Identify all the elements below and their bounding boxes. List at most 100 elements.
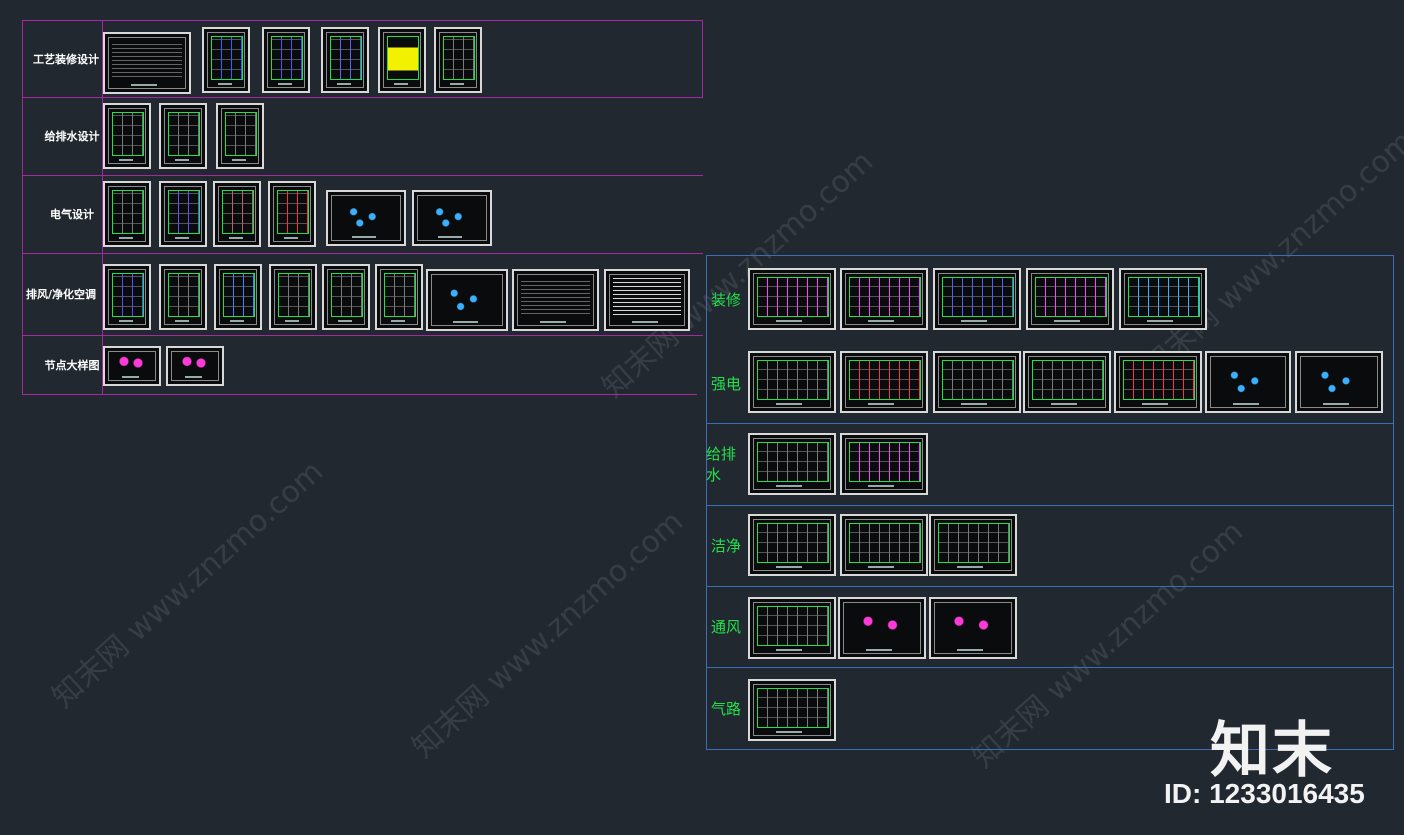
title-block [119, 320, 133, 322]
drawing-sheet-thumbnail[interactable] [748, 268, 836, 330]
drawing-sheet-thumbnail[interactable] [838, 597, 926, 659]
drawing-sheet-thumbnail[interactable] [103, 181, 151, 247]
title-block [866, 649, 892, 651]
drawing-sheet-thumbnail[interactable] [512, 269, 599, 331]
drawing-sheet-thumbnail[interactable] [1114, 351, 1202, 413]
floor-plan-graphic [938, 523, 1010, 563]
drawing-sheet-thumbnail[interactable] [103, 32, 191, 94]
title-block [1051, 403, 1077, 405]
title-block [957, 649, 983, 651]
floor-plan-graphic [211, 36, 243, 80]
drawing-sheet-thumbnail[interactable] [840, 351, 928, 413]
title-block [776, 566, 802, 568]
floor-plan-graphic [757, 277, 829, 317]
title-block [453, 321, 478, 323]
brand-logo: 知末 [1210, 716, 1334, 786]
floor-plan-graphic [387, 36, 419, 80]
drawing-sheet-thumbnail[interactable] [604, 269, 690, 331]
title-block [391, 320, 405, 322]
title-block [218, 83, 232, 85]
watermark: 知末网 www.znzmo.com [45, 454, 331, 716]
drawing-sheet-thumbnail[interactable] [326, 190, 406, 246]
drawing-sheet-thumbnail[interactable] [748, 514, 836, 576]
drawing-sheet-thumbnail[interactable] [159, 103, 207, 169]
floor-plan-graphic [938, 606, 1008, 644]
title-block [230, 320, 244, 322]
floor-plan-graphic [757, 442, 829, 482]
drawing-sheet-thumbnail[interactable] [1026, 268, 1114, 330]
drawing-sheet-thumbnail[interactable] [748, 679, 836, 741]
drawing-sheet-thumbnail[interactable] [748, 597, 836, 659]
floor-plan-graphic [112, 190, 144, 234]
floor-plan-graphic [847, 606, 917, 644]
title-block [122, 376, 139, 378]
drawing-sheet-thumbnail[interactable] [202, 27, 250, 93]
floor-plan-graphic [613, 278, 681, 316]
right-drawing-table: 装修 强电 给排水 洁净 通风 气路 [706, 255, 1394, 750]
drawing-sheet-thumbnail[interactable] [412, 190, 492, 246]
drawing-sheet-thumbnail[interactable] [1119, 268, 1207, 330]
drawing-sheet-thumbnail[interactable] [103, 103, 151, 169]
title-block [175, 320, 189, 322]
title-block [632, 321, 658, 323]
drawing-sheet-thumbnail[interactable] [375, 264, 423, 330]
drawing-sheet-thumbnail[interactable] [840, 433, 928, 495]
floor-plan-graphic [757, 688, 829, 728]
title-block [868, 485, 894, 487]
drawing-sheet-thumbnail[interactable] [213, 181, 261, 247]
drawing-sheet-thumbnail[interactable] [103, 264, 151, 330]
floor-plan-graphic [849, 442, 921, 482]
title-block [284, 237, 298, 239]
title-block [185, 376, 202, 378]
row-label-water-supply: 给排水 [706, 445, 737, 484]
floor-plan-graphic [168, 112, 200, 156]
drawing-sheet-thumbnail[interactable] [929, 514, 1017, 576]
drawing-sheet-thumbnail[interactable] [268, 181, 316, 247]
floor-plan-graphic [1123, 360, 1195, 400]
drawing-sheet-thumbnail[interactable] [262, 27, 310, 93]
drawing-sheet-thumbnail[interactable] [933, 268, 1021, 330]
floor-plan-graphic [757, 606, 829, 646]
floor-plan-graphic [849, 360, 921, 400]
drawing-sheet-thumbnail[interactable] [748, 433, 836, 495]
title-block [285, 320, 299, 322]
drawing-sheet-thumbnail[interactable] [166, 346, 224, 386]
title-block [394, 83, 408, 85]
floor-plan-graphic [942, 277, 1014, 317]
floor-plan-graphic [168, 273, 200, 317]
floor-plan-graphic [1032, 360, 1104, 400]
drawing-sheet-thumbnail[interactable] [214, 264, 262, 330]
drawing-sheet-thumbnail[interactable] [159, 264, 207, 330]
drawing-sheet-thumbnail[interactable] [840, 514, 928, 576]
title-block [540, 321, 566, 323]
floor-plan-graphic [330, 36, 362, 80]
drawing-sheet-thumbnail[interactable] [322, 264, 370, 330]
floor-plan-graphic [443, 36, 475, 80]
row-label-decoration-design: 工艺装修设计 [33, 52, 99, 66]
floor-plan-graphic [112, 41, 182, 79]
floor-plan-graphic [1214, 360, 1282, 398]
drawing-sheet-thumbnail[interactable] [1295, 351, 1383, 413]
drawing-sheet-thumbnail[interactable] [1205, 351, 1291, 413]
drawing-sheet-thumbnail[interactable] [321, 27, 369, 93]
image-id: ID: 1233016435 [1164, 778, 1365, 809]
title-block [338, 320, 352, 322]
floor-plan-graphic [222, 190, 254, 234]
drawing-sheet-thumbnail[interactable] [426, 269, 508, 331]
drawing-sheet-thumbnail[interactable] [216, 103, 264, 169]
drawing-sheet-thumbnail[interactable] [434, 27, 482, 93]
drawing-sheet-thumbnail[interactable] [269, 264, 317, 330]
floor-plan-graphic [1035, 277, 1107, 317]
drawing-sheet-thumbnail[interactable] [159, 181, 207, 247]
drawing-sheet-thumbnail[interactable] [840, 268, 928, 330]
drawing-sheet-thumbnail[interactable] [748, 351, 836, 413]
drawing-sheet-thumbnail[interactable] [929, 597, 1017, 659]
drawing-sheet-thumbnail[interactable] [933, 351, 1021, 413]
floor-plan-graphic [1128, 277, 1200, 317]
title-block [278, 83, 292, 85]
drawing-sheet-thumbnail[interactable] [378, 27, 426, 93]
floor-plan-graphic [175, 355, 215, 371]
drawing-sheet-thumbnail[interactable] [1023, 351, 1111, 413]
drawing-sheet-thumbnail[interactable] [103, 346, 161, 386]
title-block [961, 320, 987, 322]
